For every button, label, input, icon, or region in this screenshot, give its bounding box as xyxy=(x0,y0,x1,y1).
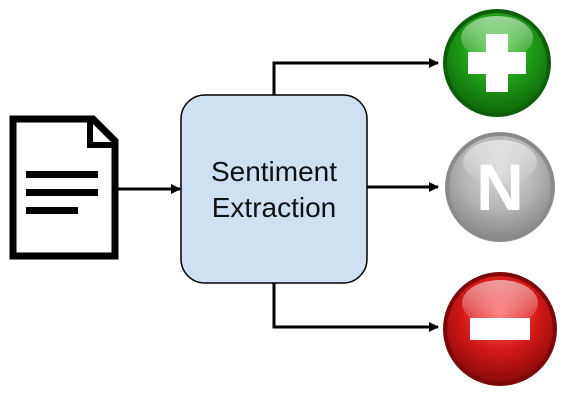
neutral-icon: N xyxy=(445,132,555,242)
minus-icon xyxy=(443,272,557,386)
connector-negative xyxy=(272,283,439,332)
neutral-letter: N xyxy=(476,150,524,224)
process-box-label-line2: Extraction xyxy=(212,192,337,223)
process-box: Sentiment Extraction xyxy=(180,94,368,284)
document-icon xyxy=(9,115,119,260)
process-box-label-line1: Sentiment xyxy=(211,156,337,187)
connector-positive xyxy=(272,58,439,95)
plus-icon xyxy=(443,9,551,117)
